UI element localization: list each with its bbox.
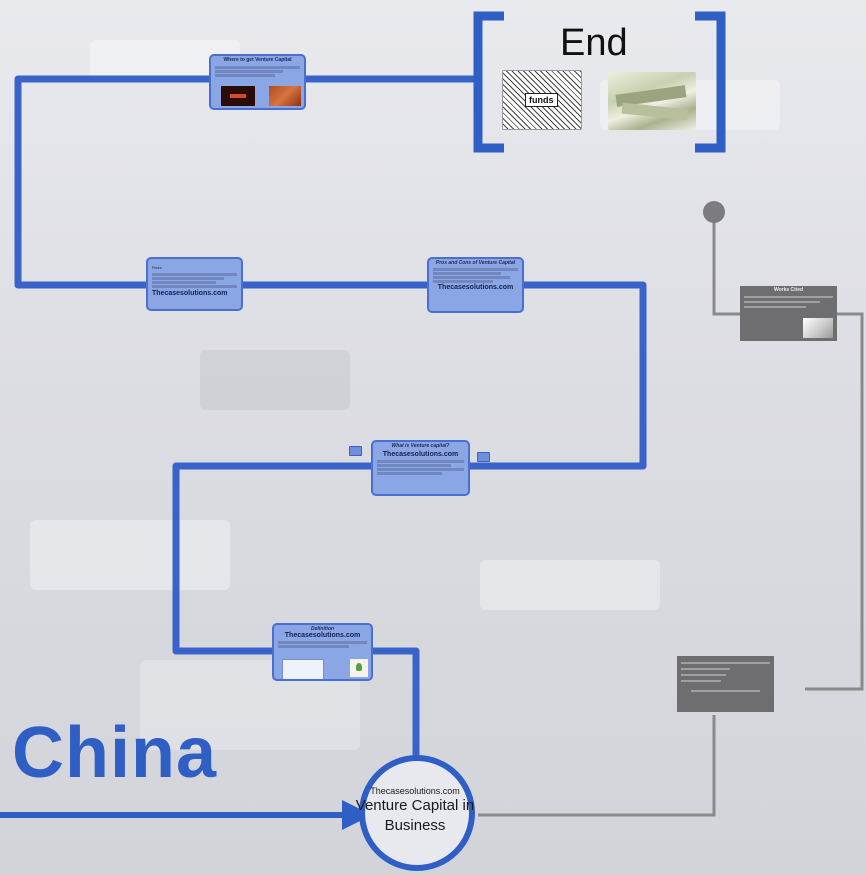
end-bracket-left [473, 11, 504, 153]
card-title: Definition [310, 626, 335, 632]
text-lines [215, 74, 275, 77]
text-lines [433, 272, 501, 275]
card-title: Where to get Venture Capital [223, 57, 292, 63]
card-image-red [221, 86, 255, 106]
text-lines [377, 464, 451, 467]
background-shape [200, 350, 350, 410]
card-title: What is Venture capital? [391, 443, 450, 449]
card-grey-notes[interactable] [677, 656, 774, 712]
card-where-to-get-vc[interactable]: Where to get Venture Capital [209, 54, 306, 110]
card-image-plant [350, 659, 368, 677]
card-title: Risks [152, 265, 162, 270]
card-works-cited[interactable]: Works Cited [740, 286, 837, 341]
text-lines [278, 641, 367, 644]
money-stack-image[interactable] [608, 72, 696, 130]
main-title-line2: Business [384, 817, 446, 834]
text-lines [744, 301, 820, 303]
text-lines [433, 280, 493, 283]
card-image-copper [269, 86, 301, 106]
arrow-head [342, 800, 372, 830]
card-brand: Thecasesolutions.com [152, 290, 228, 297]
card-title: Works Cited [773, 287, 804, 293]
text-lines [215, 66, 300, 69]
text-lines [681, 680, 722, 682]
end-bracket-right [695, 11, 726, 153]
card-risks[interactable]: Risks Thecasesolutions.com [146, 257, 243, 311]
small-frame-right[interactable] [477, 452, 490, 462]
text-lines [681, 662, 770, 664]
card-what-is-vc[interactable]: What is Venture capital? Thecasesolution… [371, 440, 470, 496]
china-heading[interactable]: China [12, 713, 218, 793]
text-lines [681, 668, 730, 670]
grey-path [712, 215, 740, 316]
small-frame-left[interactable] [349, 446, 362, 456]
text-lines [744, 306, 807, 308]
funds-label: funds [525, 93, 558, 107]
text-lines [433, 276, 510, 279]
text-lines [215, 70, 283, 73]
text-lines [377, 472, 443, 475]
main-topic-text[interactable]: Thecasesolutions.com Venture Capital in … [340, 786, 490, 836]
card-pros-cons[interactable]: Pros and Cons of Venture Capital Thecase… [427, 257, 524, 313]
funds-maze-image[interactable]: funds [502, 70, 582, 130]
text-lines [278, 645, 350, 648]
end-title: End [560, 22, 628, 64]
grey-node [703, 201, 725, 223]
background-shape [30, 520, 230, 590]
main-title-line1: Venture Capital in [355, 797, 475, 814]
text-lines [377, 460, 464, 463]
card-definition[interactable]: Definition Thecasesolutions.com [272, 623, 373, 681]
text-lines [152, 273, 237, 276]
page-curl-icon [803, 318, 833, 338]
text-lines [691, 690, 760, 692]
text-lines [433, 268, 518, 271]
text-lines [681, 674, 726, 676]
text-lines [744, 296, 833, 298]
grey-path [805, 312, 864, 691]
text-lines [152, 285, 237, 288]
card-image-diagram [282, 659, 324, 679]
main-topic-circle [359, 755, 475, 871]
main-brand: Thecasesolutions.com [370, 786, 460, 796]
card-brand: Thecasesolutions.com [382, 451, 459, 458]
card-brand: Thecasesolutions.com [284, 632, 361, 639]
card-title: Pros and Cons of Venture Capital [435, 260, 516, 266]
background-shape [480, 560, 660, 610]
text-lines [152, 277, 225, 280]
text-lines [377, 468, 464, 471]
text-lines [152, 281, 216, 284]
card-brand: Thecasesolutions.com [437, 284, 514, 291]
grey-path [478, 715, 716, 817]
